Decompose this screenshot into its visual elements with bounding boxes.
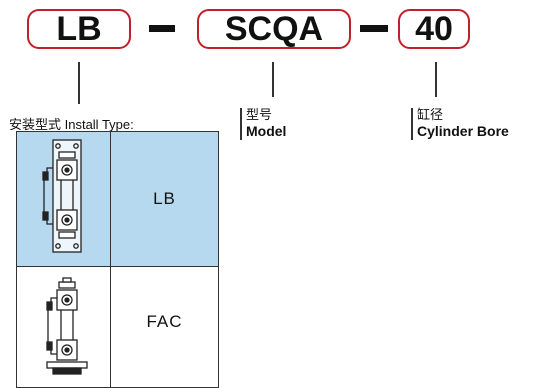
install-type-code-cell: FAC bbox=[110, 266, 219, 388]
install-type-row-fac: FAC bbox=[16, 266, 219, 388]
code-box-model: SCQA bbox=[197, 9, 351, 49]
leader-line-bore bbox=[435, 62, 437, 97]
code-box-install-type: LB bbox=[27, 9, 131, 49]
flange-mount-cylinder-icon bbox=[46, 276, 88, 375]
code-part-bore: 40 bbox=[415, 9, 453, 48]
leader-line-model bbox=[272, 62, 274, 97]
install-type-label: 安装型式 Install Type: bbox=[9, 117, 134, 132]
bore-label-zh: 缸径 bbox=[417, 107, 444, 122]
code-box-bore: 40 bbox=[398, 9, 470, 49]
install-type-code: FAC bbox=[146, 312, 183, 331]
model-label-en: Model bbox=[246, 123, 287, 139]
install-type-table: LB F bbox=[16, 131, 219, 388]
label-bar bbox=[411, 108, 413, 140]
model-label: 型号 Model bbox=[240, 106, 286, 140]
leader-line-install-type bbox=[78, 62, 80, 104]
install-type-image-cell bbox=[16, 131, 111, 267]
code-part-model: SCQA bbox=[224, 9, 324, 48]
foot-mount-cylinder-icon bbox=[42, 139, 82, 253]
code-separator-dash bbox=[360, 25, 388, 32]
install-type-code-cell: LB bbox=[110, 131, 219, 267]
code-separator-dash bbox=[149, 25, 175, 32]
install-type-code: LB bbox=[153, 189, 176, 208]
code-part-install-type: LB bbox=[56, 9, 102, 48]
label-bar bbox=[240, 108, 242, 140]
bore-label: 缸径 Cylinder Bore bbox=[411, 106, 509, 140]
install-type-image-cell bbox=[16, 266, 111, 388]
model-label-zh: 型号 bbox=[246, 107, 273, 122]
install-type-row-lb: LB bbox=[16, 131, 219, 267]
bore-label-en: Cylinder Bore bbox=[417, 123, 509, 139]
